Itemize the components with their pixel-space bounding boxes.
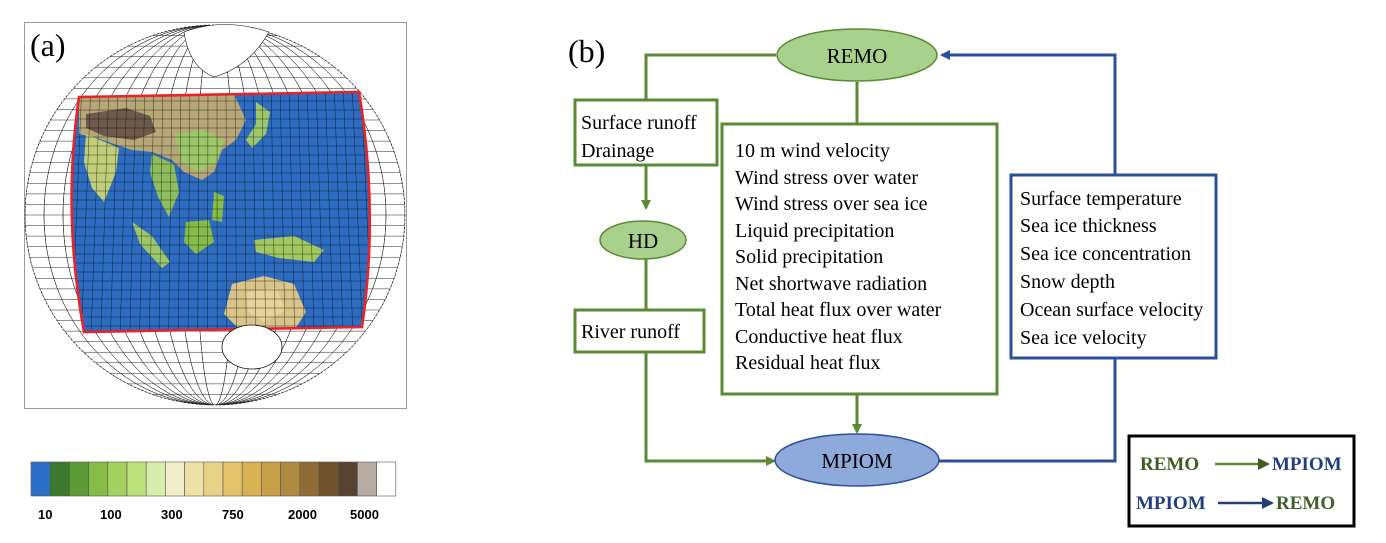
land-australia-interior: [246, 288, 286, 322]
colorbar-tick-2000: 2000: [288, 507, 317, 522]
remo-node: REMO: [776, 28, 938, 82]
domain-outline: [70, 90, 372, 334]
model-domain: [70, 24, 372, 370]
var-surface-temp: Surface temperature: [1020, 188, 1182, 210]
var-liquid-precip: Liquid precipitation: [735, 220, 894, 242]
colorbar-ticks: 10 100 300 750 2000 5000: [38, 507, 379, 522]
var-wind-stress-ice: Wind stress over sea ice: [735, 193, 928, 215]
panel-a-label: (a): [30, 27, 66, 63]
var-net-shortwave: Net shortwave radiation: [735, 273, 927, 295]
river-runoff-box: River runoff: [573, 308, 706, 354]
mpiom-node: MPIOM: [774, 433, 940, 487]
hd-node-label: HD: [628, 229, 658, 253]
var-solid-precip: Solid precipitation: [735, 246, 883, 268]
legend: REMO MPIOM MPIOM REMO: [1127, 434, 1356, 528]
green-connectors: [641, 53, 862, 466]
panel-b-label: (b): [568, 33, 605, 69]
land-indochina: [150, 154, 179, 217]
colorbar-tick-10: 10: [38, 507, 52, 522]
var-ice-velocity: Sea ice velocity: [1020, 327, 1147, 349]
var-ocean-velocity: Ocean surface velocity: [1020, 299, 1203, 321]
land-japan: [246, 102, 270, 148]
drainage-line: Drainage: [581, 140, 654, 162]
var-ice-thickness: Sea ice thickness: [1020, 215, 1157, 237]
surface-runoff-line: Surface runoff: [581, 112, 697, 134]
var-wind-velocity: 10 m wind velocity: [735, 140, 890, 162]
land-green-lowland: [174, 130, 224, 172]
mpiom-node-label: MPIOM: [821, 449, 893, 473]
var-snow-depth: Snow depth: [1020, 271, 1115, 293]
mpiom-to-remo-variables: Surface temperature Sea ice thickness Se…: [1009, 173, 1218, 360]
var-ice-concentration: Sea ice concentration: [1020, 243, 1191, 265]
colorbar-tick-300: 300: [161, 507, 183, 522]
legend-row2-to: REMO: [1276, 493, 1335, 514]
surface-runoff-box: Surface runoff Drainage: [573, 98, 719, 167]
antarctica-gap: [221, 324, 283, 370]
legend-row1-to: MPIOM: [1272, 454, 1342, 475]
arctic-gap: [183, 24, 270, 78]
remo-node-label: REMO: [827, 44, 888, 68]
var-total-heat-flux: Total heat flux over water: [735, 299, 942, 321]
colorbar-tick-5000: 5000: [350, 507, 379, 522]
var-conductive-heat: Conductive heat flux: [735, 326, 903, 348]
var-residual-heat: Residual heat flux: [735, 352, 881, 374]
colorbar: [30, 461, 397, 497]
colorbar-swatch: [376, 461, 397, 497]
colorbar-tick-100: 100: [100, 507, 122, 522]
var-wind-stress-water: Wind stress over water: [735, 167, 918, 189]
blue-connectors: [939, 50, 1117, 463]
legend-row1-from: REMO: [1140, 454, 1199, 475]
land-india: [84, 134, 119, 202]
map-panel: (a) 10 100 300 750 2000 5000: [24, 22, 407, 522]
globe-outline: [24, 24, 406, 406]
colorbar-tick-750: 750: [222, 507, 244, 522]
remo-to-mpiom-variables: 10 m wind velocity Wind stress over wate…: [720, 122, 999, 396]
land-new-guinea: [254, 236, 324, 262]
legend-row2-from: MPIOM: [1136, 493, 1206, 514]
land-philippines: [212, 192, 224, 222]
river-runoff-label: River runoff: [581, 321, 680, 343]
hd-node: HD: [599, 220, 687, 260]
land-borneo: [184, 220, 214, 254]
land-tibet: [86, 108, 156, 140]
